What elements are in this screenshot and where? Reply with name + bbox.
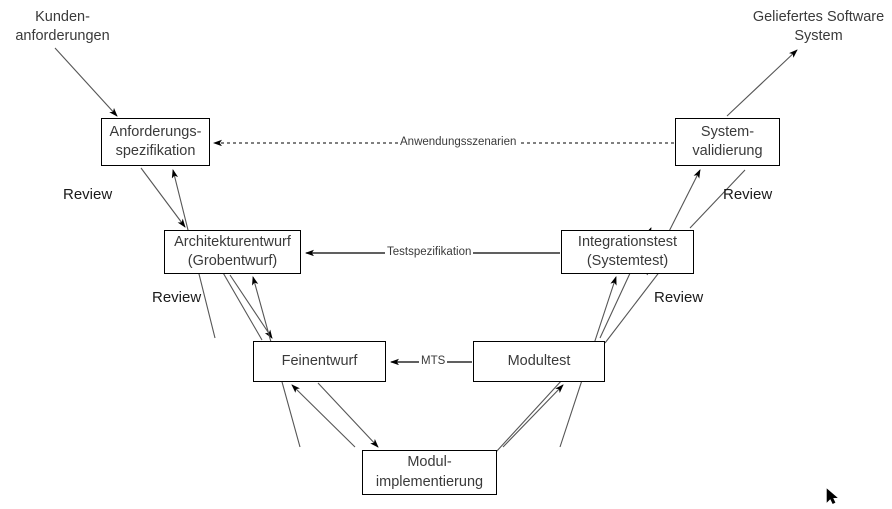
node-anforderungsspezifikation[interactable]: Anforderungs- spezifikation <box>101 118 210 166</box>
review-label-top-right: Review <box>723 186 773 203</box>
cursor-arrow-icon <box>826 488 840 509</box>
edge-label-mts: MTS <box>419 355 448 367</box>
node-architekturentwurf[interactable]: Architekturentwurf (Grobentwurf) <box>164 230 301 274</box>
node-integrationstest[interactable]: Integrationstest (Systemtest) <box>561 230 694 274</box>
node-modultest[interactable]: Modultest <box>473 341 605 382</box>
review-label-bottom-right: Review <box>654 289 704 306</box>
node-modulimplementierung[interactable]: Modul- implementierung <box>362 450 497 495</box>
node-feinentwurf[interactable]: Feinentwurf <box>253 341 386 382</box>
edge-label-anwendungsszenarien: Anwendungsszenarien <box>398 136 519 148</box>
review-label-bottom-left: Review <box>152 289 202 306</box>
external-label-kundenanforderungen: Kunden- anforderungen <box>15 9 110 45</box>
external-label-geliefertes-system: Geliefertes Software System <box>752 9 885 45</box>
edge-label-testspezifikation: Testspezifikation <box>385 246 474 258</box>
node-systemvalidierung[interactable]: System- validierung <box>675 118 780 166</box>
review-label-top-left: Review <box>63 186 113 203</box>
